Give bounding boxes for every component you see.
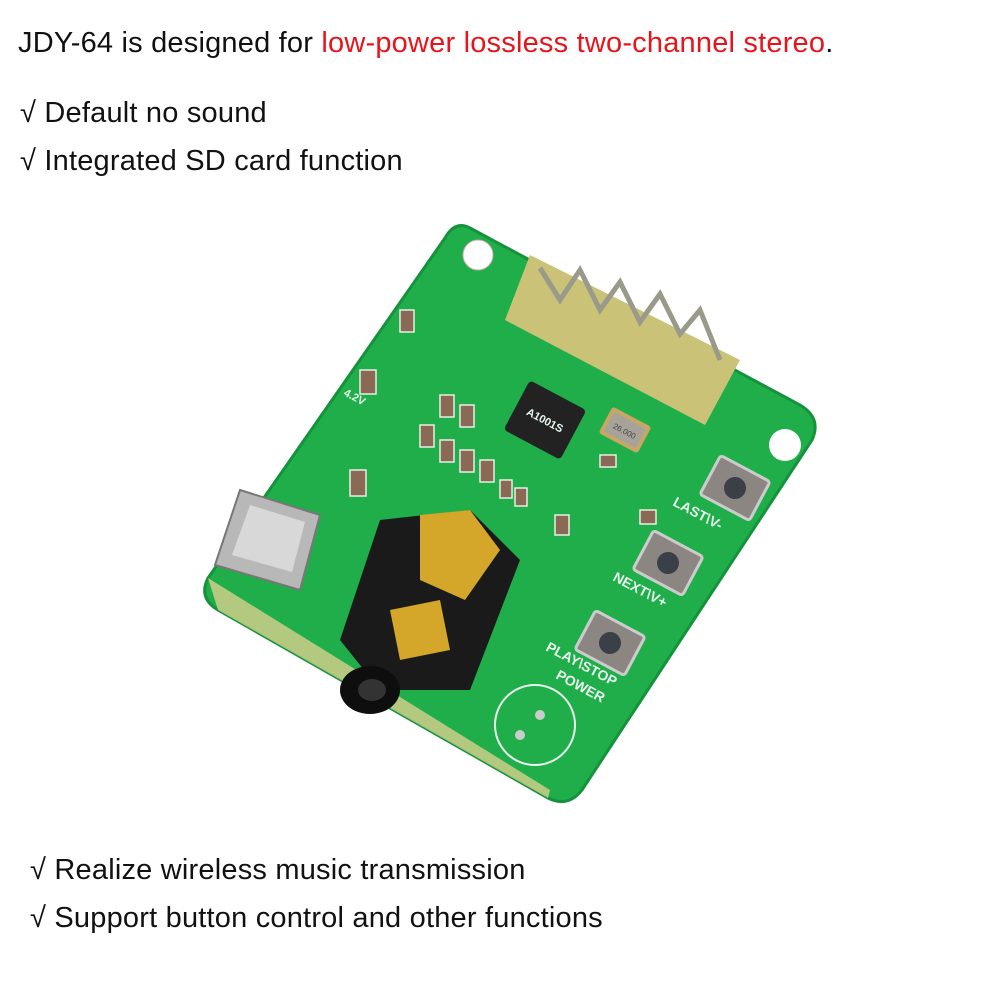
feature-item: √ Support button control and other funct… — [30, 902, 603, 935]
headline-suffix: . — [825, 27, 834, 59]
feature-text: Support button control and other functio… — [54, 902, 603, 934]
last-button — [699, 454, 771, 522]
feature-item: √ Integrated SD card function — [20, 145, 403, 178]
feature-text: Realize wireless music transmission — [54, 854, 526, 886]
battery-pad-outline — [494, 684, 576, 766]
headline-prefix: JDY-64 is designed for — [18, 27, 322, 59]
mounting-hole — [769, 429, 801, 461]
headline: JDY-64 is designed for low-power lossles… — [18, 27, 833, 60]
check-icon: √ — [20, 97, 37, 129]
feature-item: √ Default no sound — [20, 97, 267, 130]
feature-text: Default no sound — [44, 97, 267, 129]
smd-components — [349, 309, 657, 536]
antenna — [505, 255, 740, 425]
play-button — [574, 609, 646, 677]
audio-jack — [340, 510, 520, 714]
mounting-hole — [462, 239, 494, 271]
crystal: 26.000 — [599, 407, 651, 453]
check-icon: √ — [20, 145, 37, 177]
micro-usb-port — [213, 488, 322, 592]
check-icon: √ — [30, 854, 47, 886]
main-chip: A1001S — [505, 381, 585, 459]
feature-text: Integrated SD card function — [44, 145, 403, 177]
feature-item: √ Realize wireless music transmission — [30, 854, 526, 887]
headline-highlight: low-power lossless two-channel stereo — [321, 27, 826, 59]
next-button — [632, 529, 704, 597]
check-icon: √ — [30, 902, 47, 934]
